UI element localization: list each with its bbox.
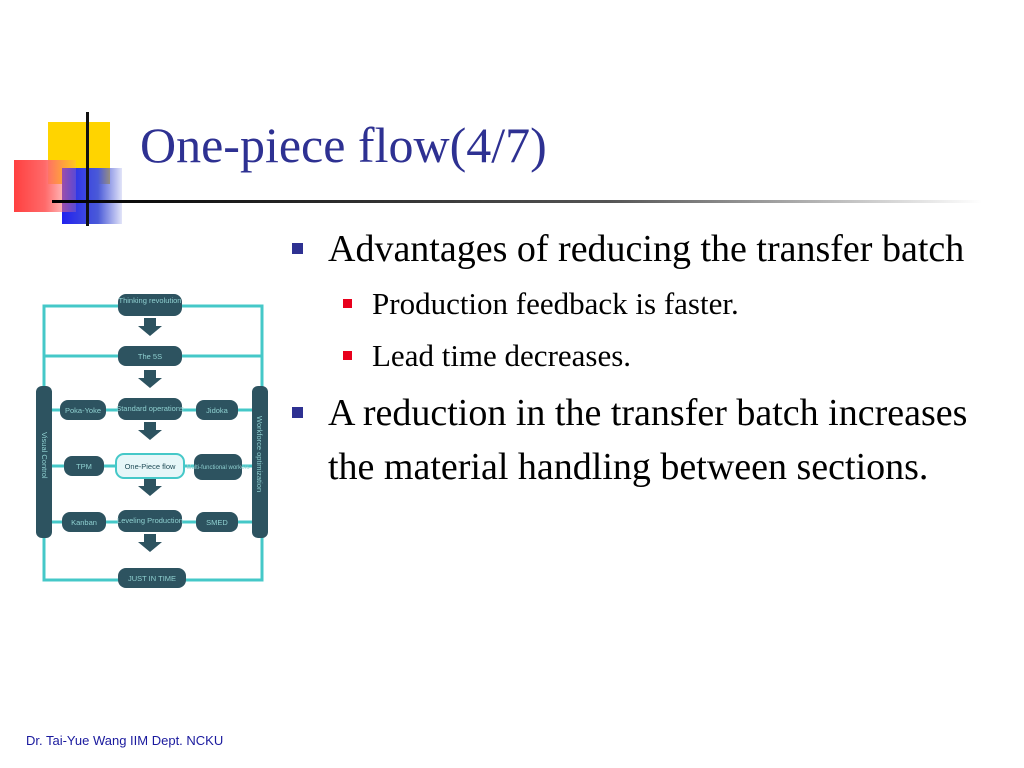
node-thinking-label: Thinking revolution: [119, 296, 182, 305]
node-tpm-label: TPM: [76, 462, 92, 471]
bullet-text: Advantages of reducing the transfer batc…: [328, 228, 965, 270]
node-jidoka-label: Jidoka: [206, 406, 229, 415]
footer-author: Dr. Tai-Yue Wang IIM Dept. NCKU: [26, 733, 224, 748]
node-thinking: [118, 294, 182, 316]
node-leveling-label: Leveling Production: [117, 516, 183, 525]
sub-bullet-item: Lead time decreases.: [290, 334, 1000, 378]
workforce-label: Workforce optimization: [255, 416, 264, 492]
node-5s: [118, 346, 182, 366]
node-jidoka: [196, 400, 238, 420]
arrow-down-icon: [138, 370, 162, 388]
sub-bullet-square-icon: [343, 299, 352, 308]
bullet-item: Advantages of reducing the transfer batc…: [290, 222, 1000, 276]
sub-bullet-text: Lead time decreases.: [372, 338, 632, 373]
node-jit-label: JUST IN TIME: [128, 574, 176, 583]
sub-bullet-square-icon: [343, 351, 352, 360]
visual-control-column: [36, 386, 52, 538]
node-tpm: [64, 456, 104, 476]
sub-bullet-text: Production feedback is faster.: [372, 286, 739, 321]
workforce-column: [252, 386, 268, 538]
node-multi-workers: [194, 454, 242, 480]
slide-title: One-piece flow(4/7): [140, 117, 547, 173]
node-poka-yoke: [60, 400, 106, 420]
arrow-down-icon: [138, 318, 162, 336]
lean-flow-diagram: Visual Control Workforce optimization Th…: [36, 294, 268, 588]
node-jit: [118, 568, 186, 588]
bullet-square-icon: [292, 407, 303, 418]
node-one-piece: [115, 453, 185, 479]
arrow-down-icon: [138, 422, 162, 440]
title-underline: [52, 200, 982, 203]
node-standard-ops-label: Standard operations: [116, 404, 184, 413]
node-poka-yoke-label: Poka-Yoke: [65, 406, 101, 415]
node-smed-label: SMED: [206, 518, 228, 527]
deco-red-square: [14, 160, 76, 212]
node-multi-workers-label: Multi-functional workers: [186, 465, 249, 471]
deco-vertical-line: [86, 112, 89, 226]
visual-control-label: Visual Control: [40, 432, 49, 479]
arrow-down-icon: [138, 478, 162, 496]
bullet-item: A reduction in the transfer batch increa…: [290, 386, 1000, 494]
node-leveling: [118, 510, 182, 532]
node-kanban: [62, 512, 106, 532]
arrow-down-icon: [138, 534, 162, 552]
slide-content: Advantages of reducing the transfer batc…: [290, 222, 1000, 498]
node-kanban-label: Kanban: [71, 518, 97, 527]
bullet-text: A reduction in the transfer batch increa…: [328, 392, 968, 488]
node-smed: [196, 512, 238, 532]
node-standard-ops: [118, 398, 182, 420]
node-one-piece-label: One-Piece flow: [125, 462, 176, 471]
node-5s-label: The 5S: [138, 352, 162, 361]
bullet-square-icon: [292, 243, 303, 254]
sub-bullet-item: Production feedback is faster.: [290, 282, 1000, 326]
